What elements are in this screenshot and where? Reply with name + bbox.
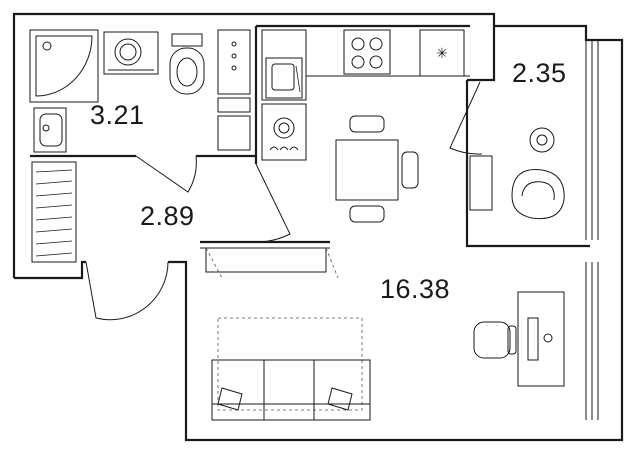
hallway-fixtures (31, 161, 291, 321)
living-room-area-label: 16.38 (380, 274, 450, 304)
kitchen-fixtures: ✳ (261, 29, 470, 161)
dining-set (335, 115, 419, 223)
bathroom-area-label: 3.21 (90, 100, 145, 130)
bathroom-fixtures (29, 29, 251, 193)
hallway-area-label: 2.89 (140, 201, 195, 231)
outer-walls (12, 12, 624, 442)
living-fixtures (205, 247, 565, 421)
balcony-fixtures (449, 81, 565, 220)
svg-text:✳: ✳ (436, 46, 448, 62)
balcony-area-label: 2.35 (512, 58, 567, 88)
